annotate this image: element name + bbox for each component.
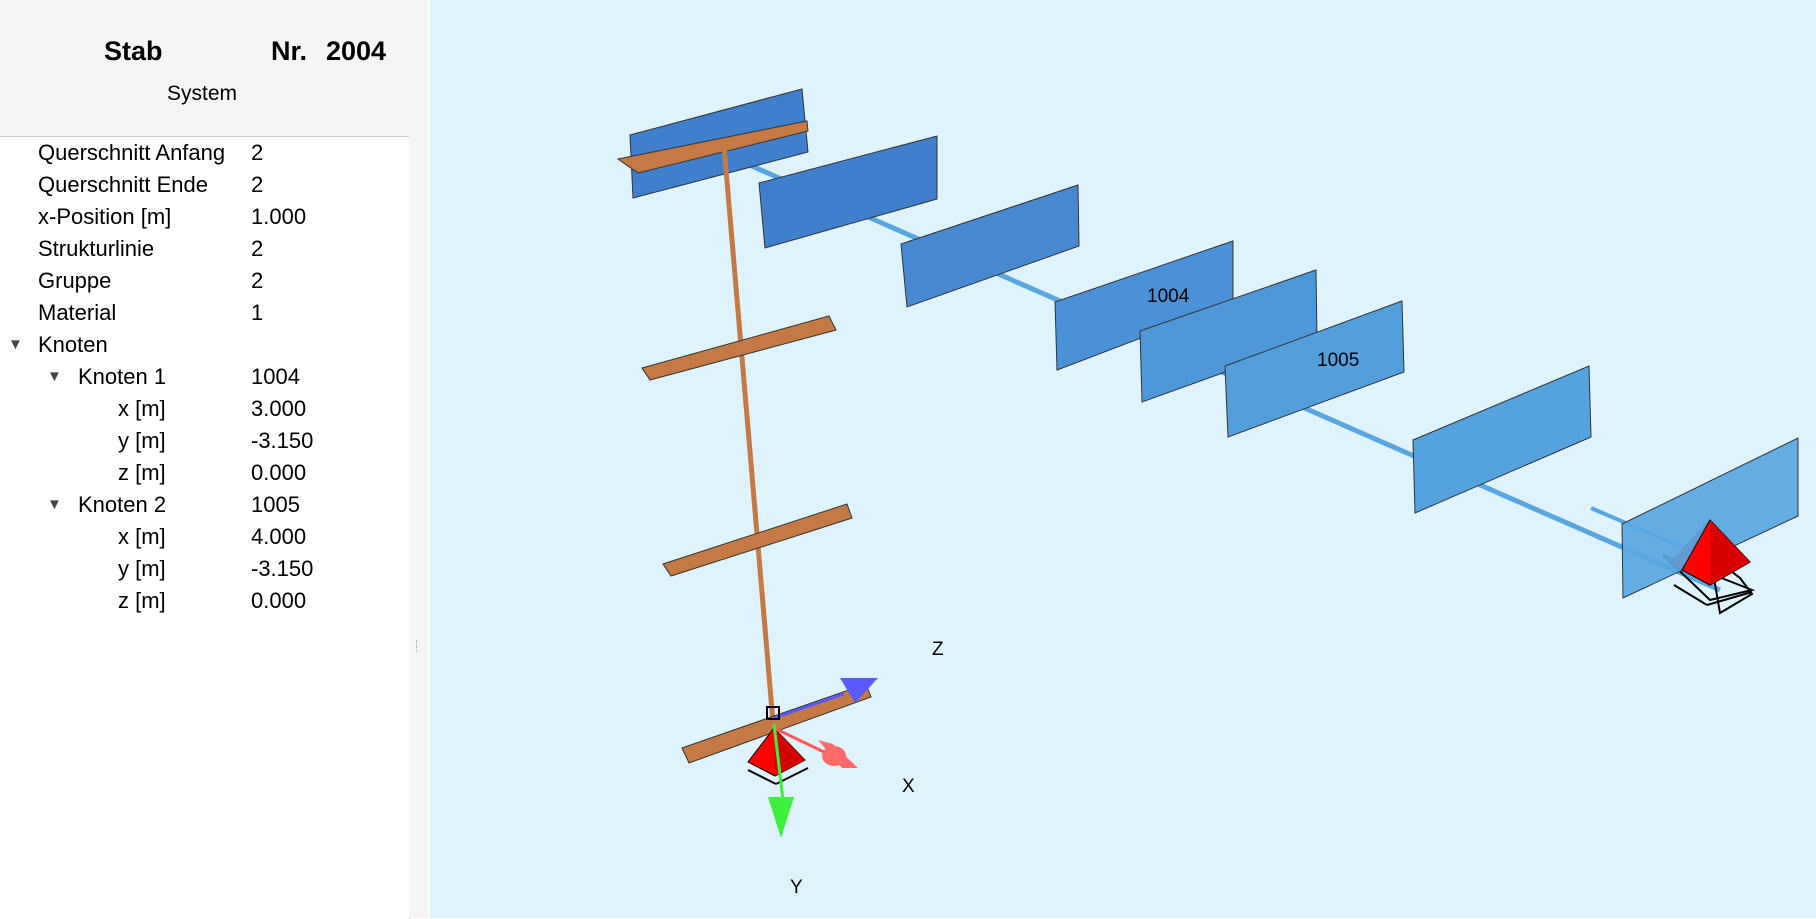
coord-row-y[interactable]: y [m] -3.150	[0, 553, 409, 585]
axis-label-z: Z	[932, 639, 944, 660]
coord-value: -3.150	[251, 428, 314, 453]
group-label: Knoten	[38, 332, 108, 357]
column-section-plate[interactable]	[641, 315, 837, 381]
property-row-querschnitt-anfang[interactable]: Querschnitt Anfang 2	[0, 137, 409, 169]
x-axis-arrow-icon	[822, 746, 846, 766]
z-axis-line	[773, 692, 845, 720]
coord-label: y [m]	[118, 428, 166, 453]
property-value: 1.000	[251, 204, 307, 229]
property-value: 2	[251, 140, 264, 165]
support-base-line	[1673, 584, 1708, 606]
3d-scene[interactable]: 1004 1005 Z X Y	[430, 0, 1816, 918]
property-row-x-position[interactable]: x-Position [m] 1.000	[0, 201, 409, 233]
property-row-gruppe[interactable]: Gruppe 2	[0, 265, 409, 297]
column-member-line[interactable]	[721, 145, 776, 723]
support-shade	[1710, 520, 1750, 585]
coord-row-x[interactable]: x [m] 3.000	[0, 393, 409, 425]
property-value: 1	[251, 300, 264, 325]
splitter-grip-icon[interactable]	[416, 640, 419, 652]
section-plate[interactable]	[1224, 300, 1405, 438]
z-axis-arrow-icon	[840, 678, 878, 703]
coord-label: z [m]	[118, 460, 166, 485]
coord-value: 4.000	[251, 524, 307, 549]
property-row-strukturlinie[interactable]: Strukturlinie 2	[0, 233, 409, 265]
property-label: Querschnitt Ende	[38, 172, 208, 197]
tree-group-knoten[interactable]: ▼ Knoten	[0, 329, 409, 361]
y-axis-arrow-icon	[768, 797, 794, 838]
property-row-material[interactable]: Material 1	[0, 297, 409, 329]
section-plate[interactable]	[1412, 365, 1592, 514]
coord-label: z [m]	[118, 588, 166, 613]
node-label: Knoten 1	[78, 364, 167, 389]
property-label: x-Position [m]	[38, 204, 172, 229]
tree-node-knoten-1[interactable]: ▼ Knoten 1 1004	[0, 361, 409, 393]
coord-row-z[interactable]: z [m] 0.000	[0, 585, 409, 617]
panel-splitter[interactable]	[409, 0, 428, 918]
expand-arrow-icon[interactable]: ▼	[8, 336, 23, 353]
tree-node-knoten-2[interactable]: ▼ Knoten 2 1005	[0, 489, 409, 521]
property-label: Gruppe	[38, 268, 112, 293]
coord-row-z[interactable]: z [m] 0.000	[0, 457, 409, 489]
expand-arrow-icon[interactable]: ▼	[47, 496, 62, 513]
support-base-line	[747, 769, 777, 785]
axis-label-x: X	[902, 776, 915, 797]
property-value: 2	[251, 236, 264, 261]
coord-label: y [m]	[118, 556, 166, 581]
property-tree[interactable]: Querschnitt Anfang 2 Querschnitt Ende 2 …	[0, 136, 410, 919]
property-label: Strukturlinie	[38, 236, 155, 261]
coord-value: -3.150	[251, 556, 314, 581]
support-base-line	[1706, 591, 1753, 606]
section-plate[interactable]	[900, 184, 1080, 308]
properties-panel: Stab Nr. 2004 System Querschnitt Anfang …	[0, 0, 428, 919]
node-label: Knoten 2	[78, 492, 167, 517]
coord-row-y[interactable]: y [m] -3.150	[0, 425, 409, 457]
coord-label: x [m]	[118, 396, 166, 421]
property-label: Material	[38, 300, 117, 325]
member-number-label: Nr.	[271, 36, 308, 66]
section-plate[interactable]	[1621, 437, 1799, 599]
coord-label: x [m]	[118, 524, 166, 549]
support-shade	[774, 728, 805, 776]
panel-header: Stab Nr. 2004 System	[0, 0, 428, 136]
y-axis-line	[772, 723, 785, 801]
property-value: 2	[251, 172, 264, 197]
coord-value: 0.000	[251, 460, 307, 485]
expand-arrow-icon[interactable]: ▼	[47, 368, 62, 385]
coord-value: 3.000	[251, 396, 307, 421]
node-value: 1005	[251, 492, 300, 517]
node-value: 1004	[251, 364, 300, 389]
column-section-plate[interactable]	[616, 120, 809, 174]
axis-label-y: Y	[790, 877, 803, 898]
member-number-value: 2004	[326, 36, 387, 66]
property-label: Querschnitt Anfang	[38, 140, 226, 165]
panel-subtitle: System	[166, 82, 237, 105]
property-row-querschnitt-ende[interactable]: Querschnitt Ende 2	[0, 169, 409, 201]
column-section-plate[interactable]	[681, 683, 872, 764]
3d-viewport[interactable]: 1004 1005 Z X Y	[430, 0, 1816, 918]
section-plate[interactable]	[758, 135, 938, 249]
x-axis-line	[773, 726, 825, 754]
node-label-1005: 1005	[1317, 350, 1359, 371]
coord-row-x[interactable]: x [m] 4.000	[0, 521, 409, 553]
property-value: 2	[251, 268, 264, 293]
node-label-1004: 1004	[1147, 286, 1190, 307]
node-marker-icon	[766, 706, 780, 720]
member-type-title: Stab	[104, 36, 163, 66]
coord-value: 0.000	[251, 588, 307, 613]
column-section-plate[interactable]	[662, 503, 853, 577]
